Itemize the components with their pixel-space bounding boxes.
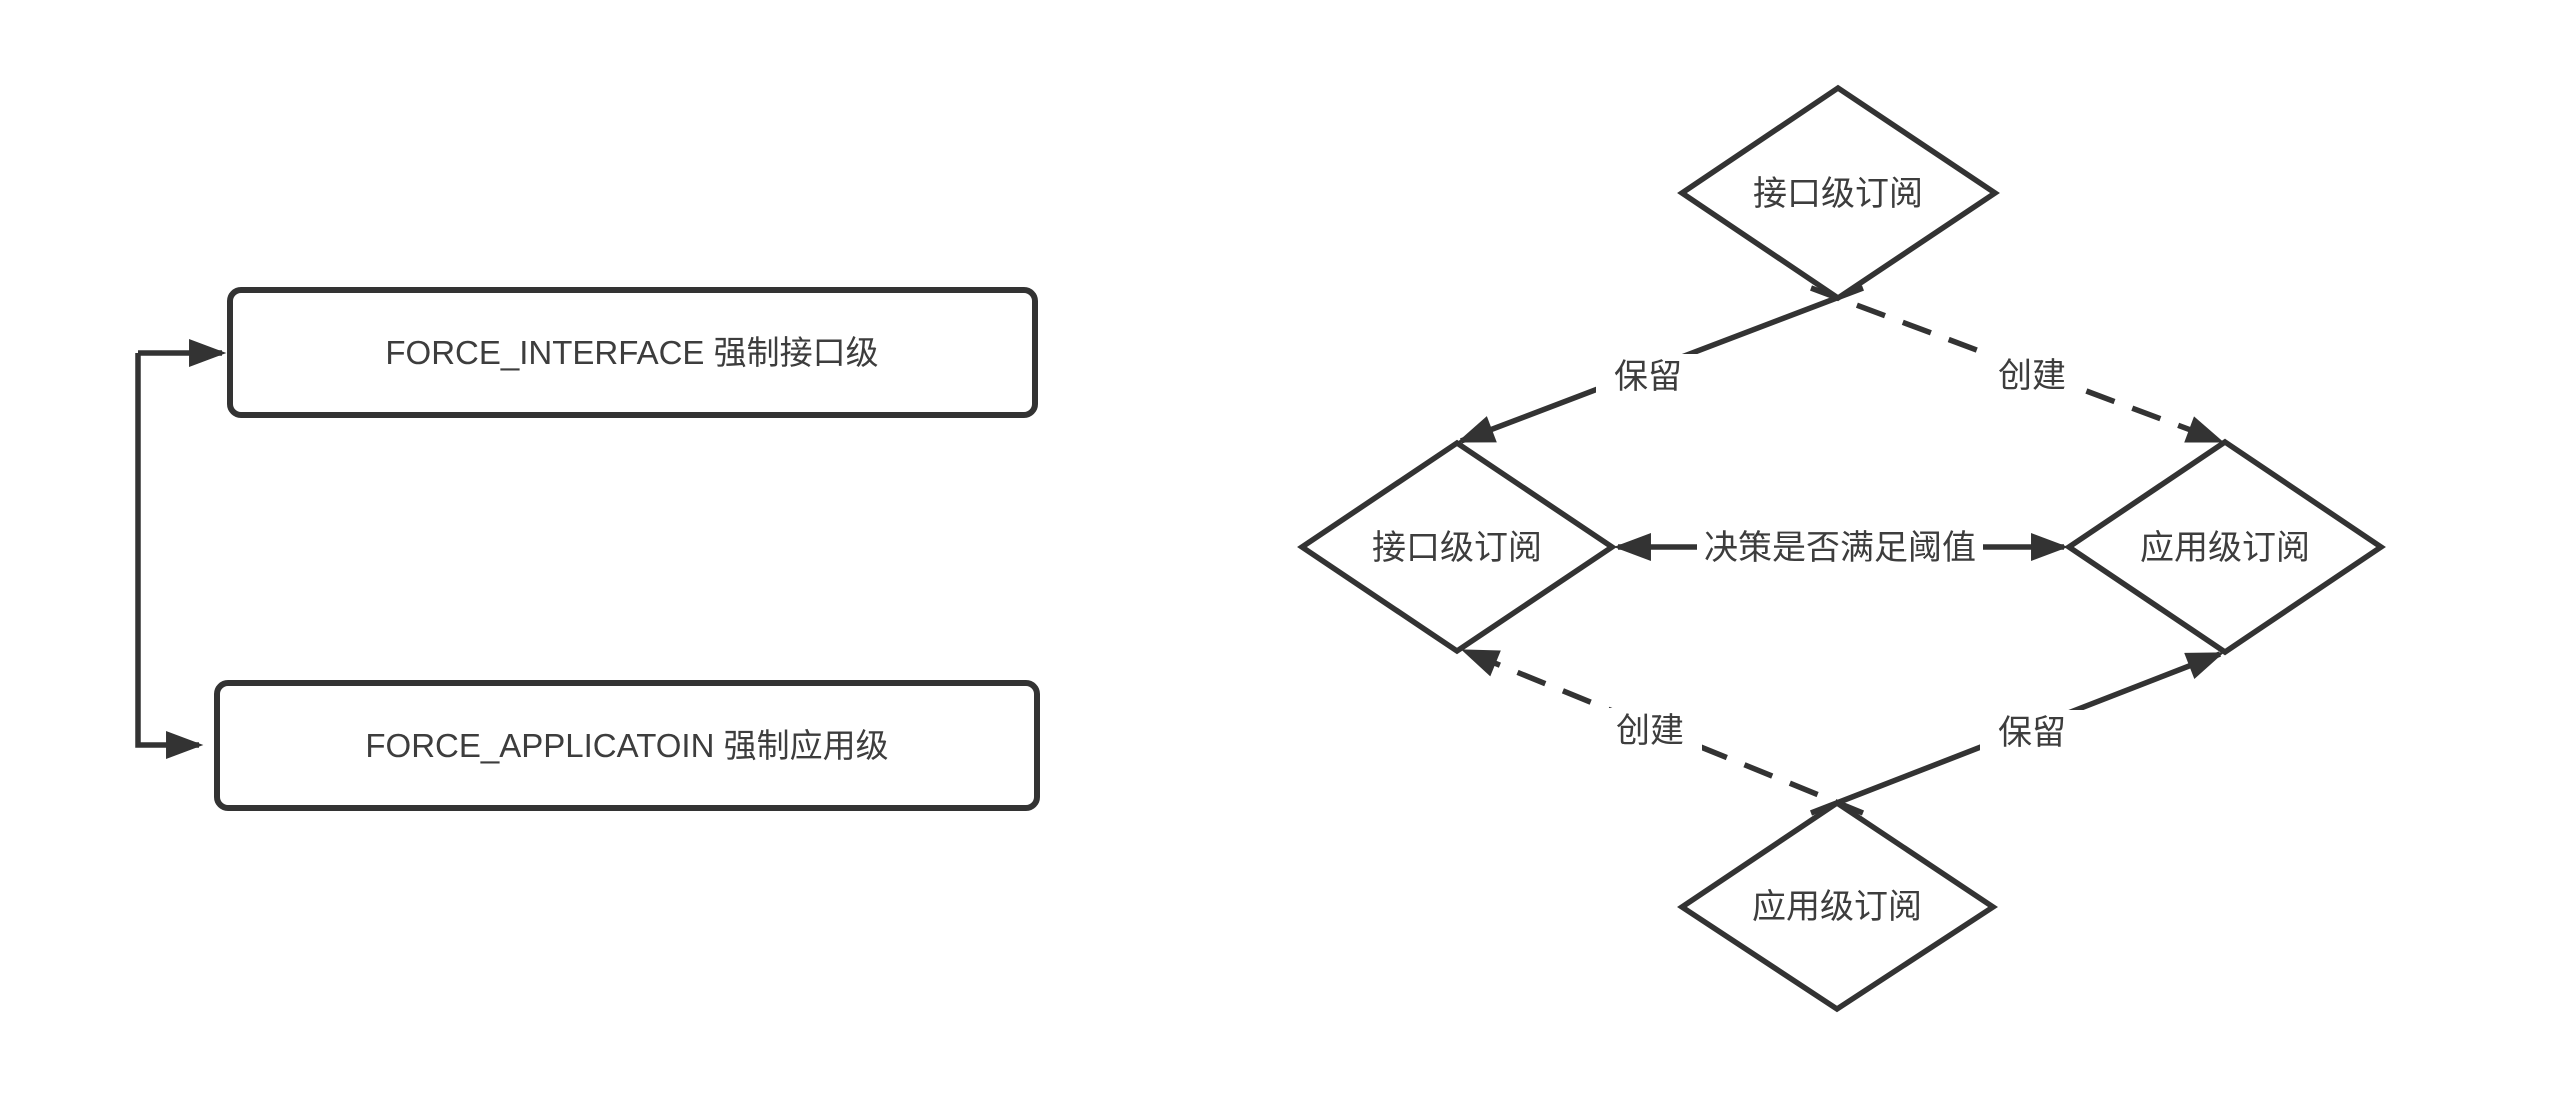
force-interface-box [227,287,1038,418]
edge-label-create-top: 创建 [1998,357,2066,395]
left-flow-group: FORCE_INTERFACE 强制接口级 FORCE_APPLICATOIN … [135,287,1040,811]
edge-label-bg [1980,710,2084,754]
force-application-label: FORCE_APPLICATOIN 强制应用级 [365,727,888,764]
right-flow-group: 接口级订阅 接口级订阅 应用级订阅 应用级订阅 保留 创建 保留 创建 决策是否… [1297,84,2386,1013]
edge-label-create-bottom: 创建 [1616,712,1684,750]
edge-label-bg [1980,353,2084,397]
bottom-diamond-label: 应用级订阅 [1752,888,1922,926]
top-diamond-label: 接口级订阅 [1753,175,1923,213]
force-application-box [214,680,1040,811]
left-diamond-label: 接口级订阅 [1372,529,1542,567]
edge-label-bg [1596,354,1700,398]
force-interface-label: FORCE_INTERFACE 强制接口级 [385,334,878,371]
right-diamond [2064,438,2386,656]
bottom-diamond [1677,799,1998,1013]
left-diamond [1297,439,1617,655]
center-decision-label: 决策是否满足阈值 [1704,529,1976,567]
edge-label-keep-top: 保留 [1614,358,1682,396]
top-diamond [1677,84,2000,302]
right-diamond-label: 应用级订阅 [2140,529,2310,567]
elbow-connector-bottom-arrow [135,353,204,759]
center-label-bg [1697,525,1983,569]
edge-label-bg [1598,708,1702,752]
edge-label-keep-bottom: 保留 [1998,714,2066,752]
